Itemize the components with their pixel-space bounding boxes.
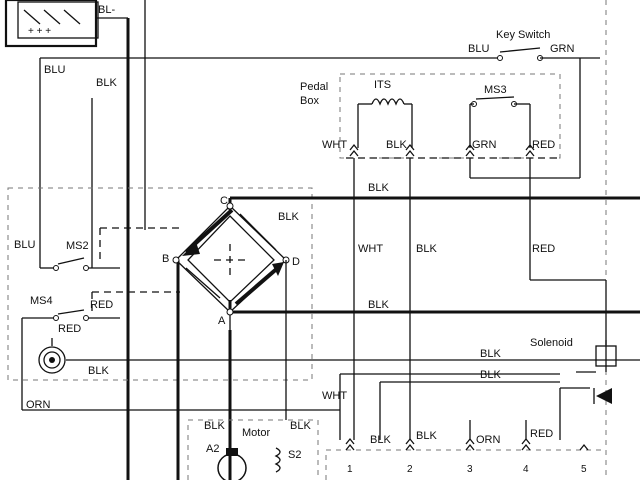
- label-orn-left: ORN: [26, 399, 51, 411]
- label-ms2: MS2: [66, 240, 89, 252]
- connector-strip: [325, 449, 607, 480]
- key-switch: [497, 47, 600, 61]
- label-bl-minus: BL-: [98, 4, 115, 16]
- pedal-box: [339, 73, 561, 159]
- label-blk-sol2: BLK: [480, 369, 501, 381]
- label-d: D: [292, 256, 300, 268]
- label-its: ITS: [374, 79, 391, 91]
- connector-1: 1: [347, 464, 353, 475]
- label-motor: Motor: [242, 427, 270, 439]
- buzzer-icon: [38, 338, 640, 374]
- label-pedal: Pedal: [300, 81, 328, 93]
- controller-box: [7, 187, 313, 381]
- pedal-connectors: [349, 143, 535, 157]
- label-blu-ms2: BLU: [14, 239, 35, 251]
- ms3-switch: [469, 96, 531, 148]
- label-blk-motor1: BLK: [204, 420, 225, 432]
- label-blk-a: BLK: [368, 299, 389, 311]
- label-grn-top: GRN: [550, 43, 575, 55]
- label-wht-low: WHT: [322, 390, 347, 402]
- diode-bridge: [172, 202, 290, 316]
- connector-5: 5: [581, 464, 587, 475]
- motor-icon: [217, 447, 281, 480]
- label-c: C: [220, 195, 228, 207]
- label-blk-motor2: BLK: [290, 420, 311, 432]
- label-wht-mid: WHT: [358, 243, 383, 255]
- label-blk-c: BLK: [278, 211, 299, 223]
- its-coil: [357, 98, 413, 148]
- label-red-right: RED: [532, 243, 555, 255]
- label-s2: S2: [288, 449, 301, 461]
- label-blk-left: BLK: [96, 77, 117, 89]
- label-orn-c3: ORN: [476, 434, 501, 446]
- label-blk-mid2: BLK: [416, 243, 437, 255]
- label-key-switch: Key Switch: [496, 29, 550, 41]
- label-blk-c1: BLK: [370, 434, 391, 446]
- label-solenoid: Solenoid: [530, 337, 573, 349]
- motor-box: [187, 419, 319, 480]
- battery-terminal-label: + + +: [28, 26, 51, 37]
- label-blu-top: BLU: [468, 43, 489, 55]
- ms2-switch: [40, 257, 120, 271]
- solenoid: [559, 340, 617, 440]
- label-red-c4: RED: [530, 428, 553, 440]
- label-red-pb: RED: [532, 139, 555, 151]
- label-b: B: [162, 253, 169, 265]
- label-wht-pb: WHT: [322, 139, 347, 151]
- label-a: A: [218, 315, 226, 327]
- label-ms3: MS3: [484, 84, 507, 96]
- label-box: Box: [300, 95, 319, 107]
- battery-pack: + + +: [4, 0, 99, 48]
- label-blk-c2: BLK: [416, 430, 437, 442]
- label-red-ms4b: RED: [58, 323, 81, 335]
- label-blu-left: BLU: [44, 64, 65, 76]
- label-ms4: MS4: [30, 295, 53, 307]
- label-blk-horn: BLK: [88, 365, 109, 377]
- connector-4: 4: [523, 464, 529, 475]
- label-blk-sol1: BLK: [480, 348, 501, 360]
- connector-3: 3: [467, 464, 473, 475]
- label-grn-pb: GRN: [472, 139, 497, 151]
- label-blk-mid1: BLK: [368, 182, 389, 194]
- ms4-switch: [22, 309, 120, 321]
- connector-2: 2: [407, 464, 413, 475]
- label-a2: A2: [206, 443, 219, 455]
- label-blk-pb: BLK: [386, 139, 407, 151]
- label-red-ms4a: RED: [90, 299, 113, 311]
